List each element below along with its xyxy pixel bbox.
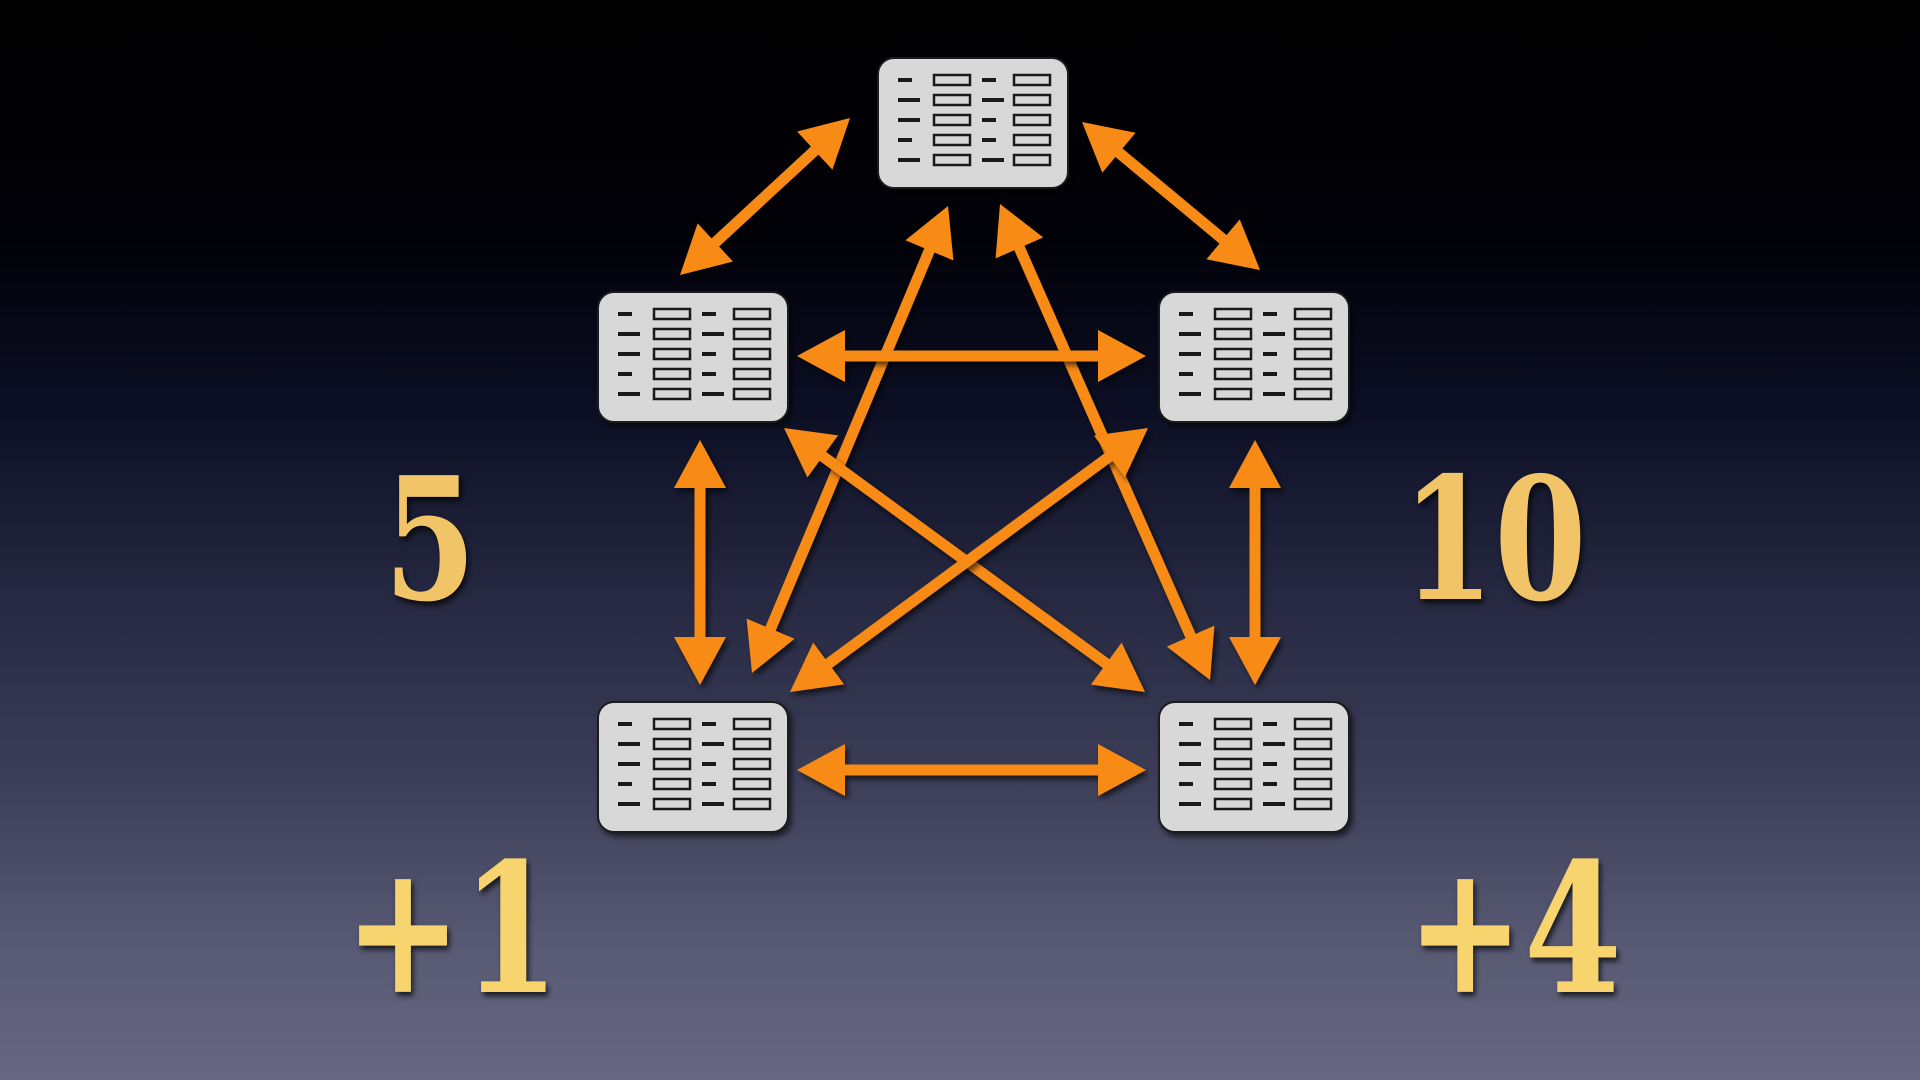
- arrowhead-icon: [746, 618, 795, 673]
- arrowhead-icon: [905, 206, 954, 261]
- right-count: 10: [1402, 440, 1587, 640]
- arrowhead-icon: [790, 642, 845, 692]
- arrowhead-icon: [995, 204, 1044, 259]
- arrowhead-icon: [680, 223, 733, 275]
- arrowhead-icon: [1166, 625, 1215, 680]
- right-increment: +4: [1406, 824, 1622, 1035]
- arrow-top-lower-left: [746, 206, 954, 673]
- arrowhead-icon: [797, 744, 845, 796]
- table-icon-lower-left: [597, 701, 789, 833]
- table-icon-lower-right: [1158, 701, 1350, 833]
- arrowhead-icon: [1090, 642, 1145, 692]
- arrowhead-icon: [1098, 330, 1146, 382]
- arrow-upper-right-lower-left: [790, 428, 1148, 692]
- arrowhead-icon: [1229, 440, 1281, 488]
- arrow-upper-left-upper-right: [797, 330, 1146, 382]
- arrow-top-upper-right: [1082, 122, 1260, 270]
- left-count: 5: [383, 440, 477, 640]
- arrowhead-icon: [674, 637, 726, 685]
- arrowhead-icon: [1082, 122, 1136, 173]
- arrowhead-icon: [1093, 428, 1148, 478]
- left-increment: +1: [344, 824, 560, 1035]
- arrowhead-icon: [1229, 637, 1281, 685]
- table-icon-upper-right: [1158, 291, 1350, 423]
- connection-arrows: [674, 118, 1281, 796]
- arrow-upper-right-lower-right: [1229, 440, 1281, 685]
- arrowhead-icon: [1098, 744, 1146, 796]
- table-nodes: [597, 57, 1350, 833]
- arrowhead-icon: [1206, 219, 1260, 270]
- arrowhead-icon: [797, 118, 850, 170]
- table-icon-upper-left: [597, 291, 789, 423]
- arrowhead-icon: [784, 428, 839, 478]
- table-icon-top: [877, 57, 1069, 189]
- arrowhead-icon: [797, 330, 845, 382]
- arrow-top-upper-left: [680, 118, 850, 275]
- arrow-lower-left-lower-right: [797, 744, 1146, 796]
- arrow-upper-left-lower-left: [674, 440, 726, 685]
- arrowhead-icon: [674, 440, 726, 488]
